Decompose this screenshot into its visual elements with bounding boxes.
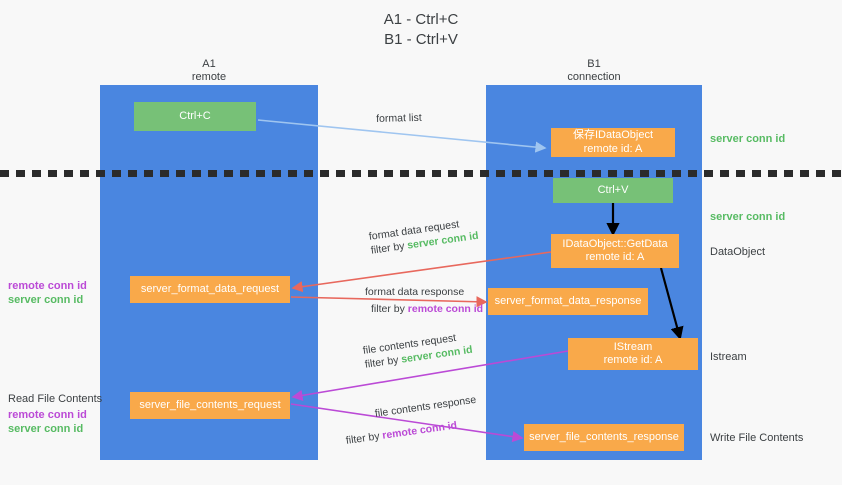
node-ctrl-c[interactable]: Ctrl+C: [134, 102, 256, 131]
arrow-format-data-response: [290, 296, 488, 308]
right-label-server-conn-id-top: server conn id: [710, 133, 786, 145]
node-ctrl-v[interactable]: Ctrl+V: [553, 178, 673, 203]
right-label-server-conn-id-mid: server conn id: [710, 211, 786, 223]
phase-separator-dashed-line: [0, 170, 842, 177]
left-label-remote-conn-id-lower: remote conn id: [8, 409, 87, 421]
right-label-write-file-contents: Write File Contents: [710, 432, 804, 444]
right-label-dataobject: DataObject: [710, 246, 766, 258]
arrow-format-list: [257, 119, 547, 153]
filter-prefix: filter by: [371, 303, 408, 315]
left-label-read-file-contents: Read File Contents: [8, 393, 103, 405]
node-save-idataobject[interactable]: 保存IDataObject remote id: A: [551, 128, 675, 157]
edge-label-format-list: format list: [376, 111, 422, 125]
node-server-format-data-response[interactable]: server_format_data_response: [488, 288, 648, 315]
arrow-format-data-request: [291, 251, 552, 293]
filter-key-remote-conn-id: remote conn id: [407, 303, 484, 315]
right-label-istream: Istream: [710, 351, 747, 363]
left-label-server-conn-id-upper: server conn id: [8, 294, 84, 306]
left-label-remote-conn-id-upper: remote conn id: [8, 280, 87, 292]
arrow-file-contents-request: [291, 350, 569, 401]
left-label-group-format-data: remote conn id server conn id: [8, 279, 98, 307]
node-istream[interactable]: IStream remote id: A: [568, 338, 698, 370]
arrow-file-contents-response: [290, 403, 524, 443]
node-server-file-contents-request[interactable]: server_file_contents_request: [130, 392, 290, 419]
node-server-format-data-request[interactable]: server_format_data_request: [130, 276, 290, 303]
edge-label-format-data-response-text: format data response: [365, 286, 465, 298]
column-header-b1: B1 connection: [567, 58, 621, 83]
column-header-a1: A1 remote: [191, 58, 227, 83]
node-server-file-contents-response[interactable]: server_file_contents_response: [524, 424, 684, 451]
page-title: A1 - Ctrl+C B1 - Ctrl+V: [383, 11, 459, 48]
edge-label-format-data-response: format data response filter by remote co…: [365, 285, 483, 316]
edge-label-format-data-response-filter: filter by remote conn id: [371, 302, 483, 316]
arrow-getdata-to-istream: [659, 267, 684, 341]
left-label-server-conn-id-lower: server conn id: [8, 423, 84, 435]
left-label-group-file-contents: Read File Contents remote conn id server…: [8, 392, 108, 436]
node-idataobject-getdata[interactable]: IDataObject::GetData remote id: A: [551, 234, 679, 268]
